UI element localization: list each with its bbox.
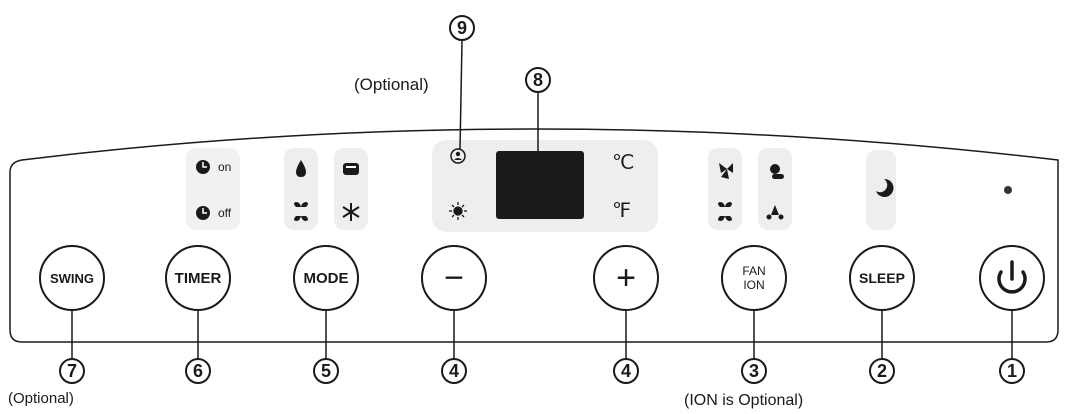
fan-ion-button-label-line1: FAN: [742, 264, 766, 278]
panel-outline: [9, 128, 1059, 343]
swing-optional-note: (Optional): [8, 390, 74, 407]
fan-strip-right: [758, 148, 792, 230]
sleep-button-label: SLEEP: [859, 270, 905, 286]
power-button[interactable]: [979, 245, 1045, 311]
sleep-strip: [866, 150, 896, 230]
ion-optional-bottom-note: (ION is Optional): [684, 392, 804, 409]
callout-4a: 4: [441, 358, 467, 384]
callout-6: 6: [185, 358, 211, 384]
leader-lines: [71, 40, 1013, 358]
mode-strip-right: [334, 148, 368, 230]
timer-on-label: on: [218, 160, 232, 174]
fan-strip-left: [708, 148, 742, 230]
callout-2: 2: [869, 358, 895, 384]
timer-button-label: TIMER: [174, 269, 222, 287]
sun-icon: [449, 202, 467, 220]
mode-strip-left: [284, 148, 318, 230]
plus-button[interactable]: +: [593, 245, 659, 311]
callout-5: 5: [313, 358, 339, 384]
minus-button[interactable]: −: [421, 245, 487, 311]
sleep-button[interactable]: SLEEP: [849, 245, 915, 311]
timer-off-label: off: [218, 206, 232, 220]
callout-1: 1: [999, 358, 1025, 384]
fan-low-icon: [770, 164, 784, 179]
fan-icon: [718, 202, 732, 221]
ion-icon: [450, 148, 466, 164]
fan-ion-button-label-line2: ION: [743, 278, 765, 292]
timer-strip: [186, 148, 240, 230]
lcd-display: [496, 151, 584, 219]
callout-4b: 4: [613, 358, 639, 384]
plus-button-label: +: [616, 258, 636, 297]
fan-low-icon: [766, 205, 784, 220]
led-dot-icon: [1004, 186, 1012, 194]
timer-button[interactable]: TIMER: [165, 245, 231, 311]
dehumidify-icon: [343, 163, 359, 175]
fan-ion-button[interactable]: FAN ION: [721, 245, 787, 311]
mode-button[interactable]: MODE: [293, 245, 359, 311]
swing-button-label: SWING: [49, 270, 95, 286]
clock-icon: [196, 160, 210, 174]
snowflake-icon: [342, 203, 360, 221]
sleep-moon-icon: [876, 178, 894, 197]
ion-optional-note: (Optional): [354, 75, 429, 94]
mode-button-label: MODE: [303, 269, 349, 287]
fahrenheit-unit: ℉: [612, 200, 632, 222]
clock-icon: [196, 206, 210, 220]
callout-7: 7: [59, 358, 85, 384]
minus-button-label: −: [444, 258, 464, 297]
callout-8: 8: [525, 67, 551, 93]
fan-high-icon: [719, 163, 733, 179]
callout-3: 3: [741, 358, 767, 384]
callout-9: 9: [449, 15, 475, 41]
swing-button[interactable]: SWING: [39, 245, 105, 311]
water-drop-icon: [296, 160, 306, 177]
fan-icon: [294, 202, 308, 221]
celsius-unit: ℃: [612, 152, 635, 174]
